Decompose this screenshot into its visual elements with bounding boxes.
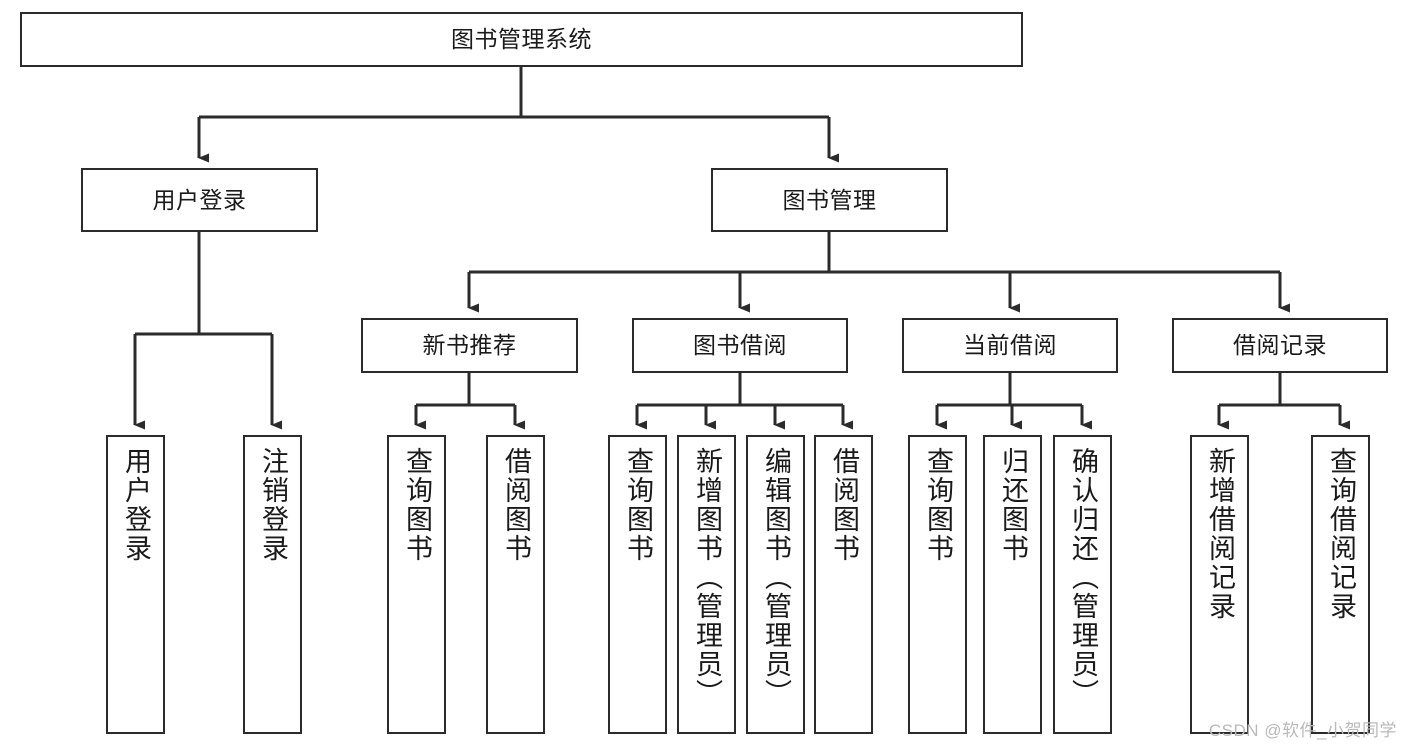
node-leaf-query-book-current[interactable]: 查询图书: [908, 435, 967, 734]
node-book-manage-label: 图书管理: [782, 186, 877, 213]
node-book-borrow[interactable]: 图书借阅: [632, 318, 848, 373]
node-leaf-borrow-book-label: 借阅图书: [829, 447, 859, 563]
node-leaf-user-login[interactable]: 用户登录: [106, 435, 165, 734]
node-leaf-borrow-book-rec-label: 借阅图书: [501, 447, 531, 563]
node-current-borrow-label: 当前借阅: [963, 332, 1057, 359]
node-book-manage[interactable]: 图书管理: [711, 168, 948, 232]
node-leaf-add-book[interactable]: 新增图书（管理员）: [677, 435, 736, 734]
node-leaf-logout-label: 注销登录: [258, 447, 288, 563]
node-new-book-recommend[interactable]: 新书推荐: [361, 318, 578, 373]
node-leaf-add-borrow-record[interactable]: 新增借阅记录: [1190, 435, 1249, 734]
node-borrow-record[interactable]: 借阅记录: [1172, 318, 1388, 373]
node-leaf-borrow-book-rec[interactable]: 借阅图书: [486, 435, 545, 734]
node-leaf-borrow-book[interactable]: 借阅图书: [814, 435, 873, 734]
node-leaf-confirm-return[interactable]: 确认归还（管理员）: [1053, 435, 1112, 734]
node-leaf-query-book-rec[interactable]: 查询图书: [387, 435, 446, 734]
node-leaf-add-borrow-record-label: 新增借阅记录: [1205, 447, 1235, 621]
node-root-label: 图书管理系统: [451, 26, 592, 53]
node-user-login-label: 用户登录: [152, 186, 247, 213]
node-leaf-query-book-borrow[interactable]: 查询图书: [608, 435, 667, 734]
node-leaf-query-book-current-label: 查询图书: [923, 447, 953, 563]
node-leaf-edit-book-label: 编辑图书（管理员）: [761, 447, 791, 708]
node-leaf-logout[interactable]: 注销登录: [243, 435, 302, 734]
node-user-login[interactable]: 用户登录: [81, 168, 318, 232]
node-leaf-confirm-return-label: 确认归还（管理员）: [1068, 447, 1098, 708]
node-leaf-query-borrow-record-label: 查询借阅记录: [1326, 447, 1356, 621]
node-leaf-query-borrow-record[interactable]: 查询借阅记录: [1311, 435, 1370, 734]
node-root[interactable]: 图书管理系统: [20, 12, 1023, 67]
node-leaf-query-book-borrow-label: 查询图书: [623, 447, 653, 563]
node-book-borrow-label: 图书借阅: [693, 332, 787, 359]
node-new-book-recommend-label: 新书推荐: [422, 332, 517, 359]
node-leaf-add-book-label: 新增图书（管理员）: [692, 447, 722, 708]
node-current-borrow[interactable]: 当前借阅: [902, 318, 1118, 373]
node-leaf-edit-book[interactable]: 编辑图书（管理员）: [746, 435, 805, 734]
node-leaf-user-login-label: 用户登录: [121, 447, 151, 563]
node-leaf-return-book-label: 归还图书: [998, 447, 1028, 563]
node-borrow-record-label: 借阅记录: [1233, 332, 1327, 359]
node-leaf-return-book[interactable]: 归还图书: [983, 435, 1042, 734]
node-leaf-query-book-rec-label: 查询图书: [402, 447, 432, 563]
